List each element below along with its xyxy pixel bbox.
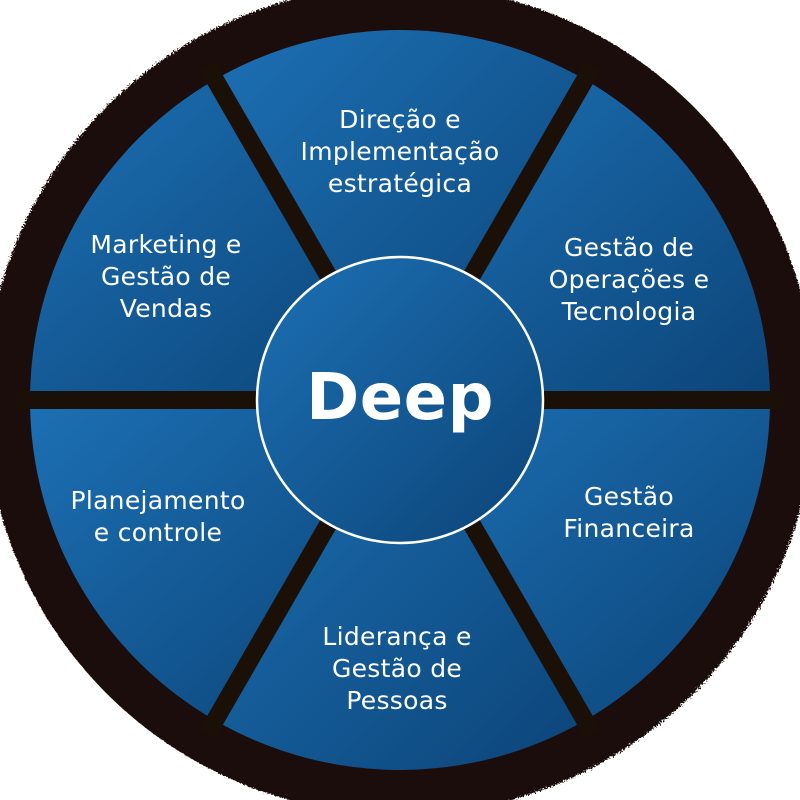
center-circle	[255, 255, 545, 545]
label-line: Marketing e	[90, 230, 242, 259]
segment-top-shape	[215, 30, 585, 401]
label-line: Liderança e	[322, 622, 472, 651]
label-line: Direção e	[339, 105, 461, 134]
segment-label-top-right: Gestão de Operações e Tecnologia	[549, 232, 710, 328]
label-line: Implementação	[300, 137, 500, 166]
label-line: Gestão de	[100, 262, 232, 291]
segment-label-top-left: Marketing e Gestão de Vendas	[90, 229, 241, 325]
label-line: Gestão	[584, 482, 674, 511]
segment-label-bottom: Liderança e Gestão de Pessoas	[322, 621, 471, 717]
label-line: Vendas	[119, 294, 213, 323]
label-line: Financeira	[563, 514, 695, 543]
segment-bottom-shape	[215, 400, 585, 770]
label-line: e controle	[93, 518, 223, 547]
label-line: Gestão de	[563, 233, 695, 262]
segment-label-top: Direção e Implementação estratégica	[301, 104, 500, 200]
label-line: Operações e	[548, 265, 710, 294]
segment-label-bottom-left: Planejamento e controle	[70, 485, 245, 549]
label-line: Tecnologia	[561, 297, 697, 326]
center-title: Deep	[306, 361, 494, 435]
label-line: Planejamento	[70, 486, 246, 515]
label-line: Pessoas	[346, 686, 448, 715]
segment-label-bottom-right: Gestão Financeira	[563, 481, 694, 545]
label-line: Gestão de	[331, 654, 463, 683]
label-line: estratégica	[327, 169, 473, 198]
